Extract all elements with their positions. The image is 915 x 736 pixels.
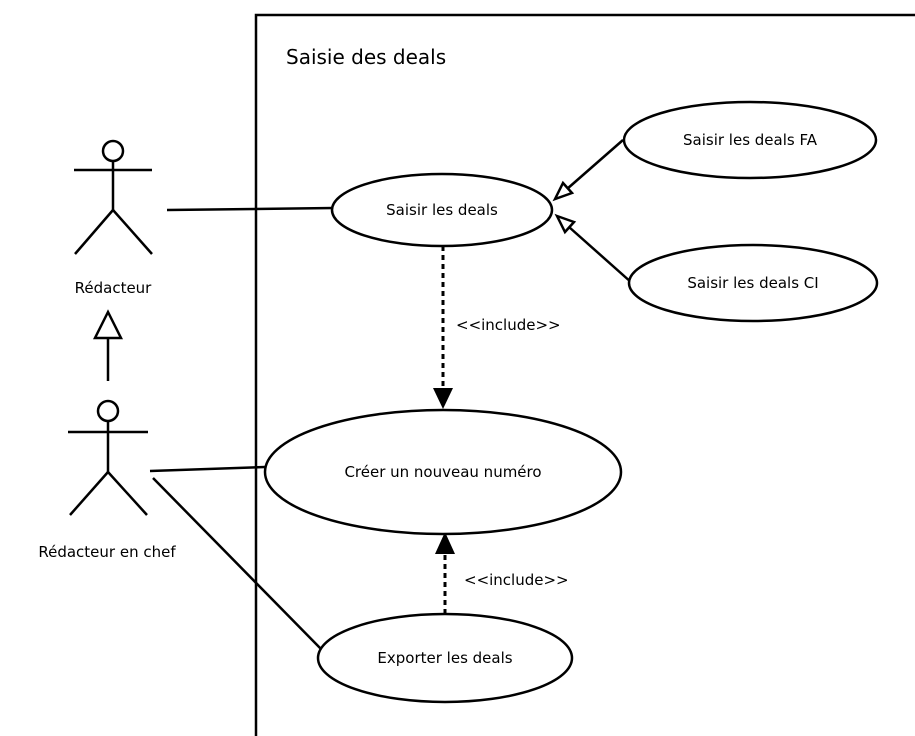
use-case-label: Saisir les deals CI (687, 274, 818, 292)
include-label-1: <<include>> (456, 316, 561, 334)
hollow-arrowhead-icon (552, 180, 575, 202)
include-saisir-creer: <<include>> (433, 246, 561, 409)
use-case-exporter-les-deals[interactable]: Exporter les deals (316, 612, 574, 704)
include-exporter-creer: <<include>> (435, 532, 569, 614)
actor-label-redacteur-en-chef: Rédacteur en chef (38, 543, 176, 561)
hollow-arrowhead-icon (554, 213, 577, 235)
system-title: Saisie des deals (286, 45, 446, 69)
actor-generalization (92, 309, 124, 381)
use-case-label: Exporter les deals (377, 649, 512, 667)
use-case-label: Saisir les deals FA (683, 131, 818, 149)
include-label-2: <<include>> (464, 571, 569, 589)
association-chef-creer (149, 465, 266, 473)
use-case-saisir-les-deals[interactable]: Saisir les deals (330, 172, 554, 248)
use-case-label: Saisir les deals (386, 201, 498, 219)
actor-redacteur-en-chef[interactable]: Rédacteur en chef (38, 399, 176, 561)
system-boundary-frame (254, 13, 915, 736)
actor-label-redacteur: Rédacteur (75, 279, 153, 297)
arrowhead-icon (433, 388, 453, 409)
use-case-creer-un-nouveau-numero[interactable]: Créer un nouveau numéro (263, 408, 623, 536)
generalization-fa (552, 139, 624, 202)
use-case-label: Créer un nouveau numéro (344, 463, 541, 481)
actor-redacteur[interactable]: Rédacteur (74, 139, 153, 297)
actor-figure-icon (68, 399, 148, 516)
use-case-saisir-les-deals-ci[interactable]: Saisir les deals CI (627, 243, 879, 323)
association-redacteur-saisir (166, 206, 335, 212)
hollow-arrowhead-icon (92, 309, 124, 340)
use-case-saisir-les-deals-fa[interactable]: Saisir les deals FA (622, 100, 878, 180)
arrowhead-icon (435, 532, 455, 554)
actor-figure-icon (74, 139, 153, 255)
association-chef-exporter (152, 477, 323, 651)
generalization-ci (554, 213, 633, 284)
system-boundary: Saisie des deals (254, 13, 915, 736)
